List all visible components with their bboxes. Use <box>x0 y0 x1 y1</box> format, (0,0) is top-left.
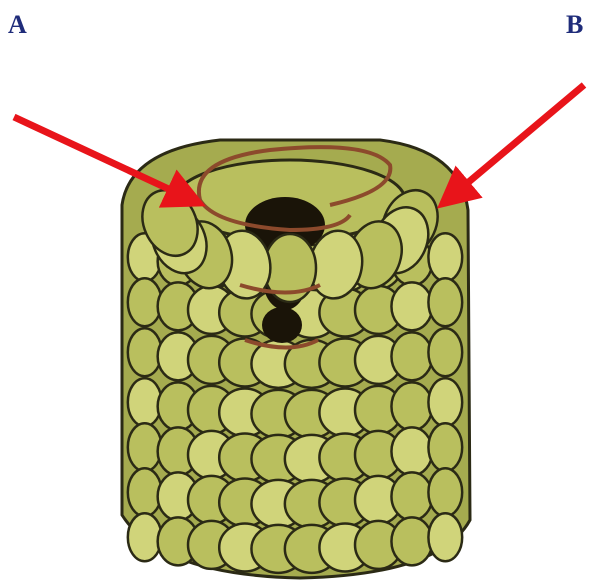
capsomere <box>391 282 432 330</box>
capsomere <box>128 468 162 516</box>
capsomere <box>391 382 432 430</box>
capsomere <box>428 278 462 326</box>
capsomere <box>428 233 462 281</box>
capsomere <box>391 517 432 565</box>
capsomere <box>428 328 462 376</box>
capsomere <box>428 513 462 561</box>
capsomere <box>128 378 162 426</box>
arrow-b-icon <box>452 85 584 196</box>
capsomere <box>391 472 432 520</box>
capsomere <box>428 423 462 471</box>
capsomere <box>128 423 162 471</box>
capsomere <box>428 468 462 516</box>
capsomere <box>391 427 432 475</box>
capsomere <box>428 378 462 426</box>
capsomere <box>128 513 162 561</box>
capsomere <box>128 328 162 376</box>
capsomere <box>391 332 432 380</box>
capsomere <box>128 278 162 326</box>
